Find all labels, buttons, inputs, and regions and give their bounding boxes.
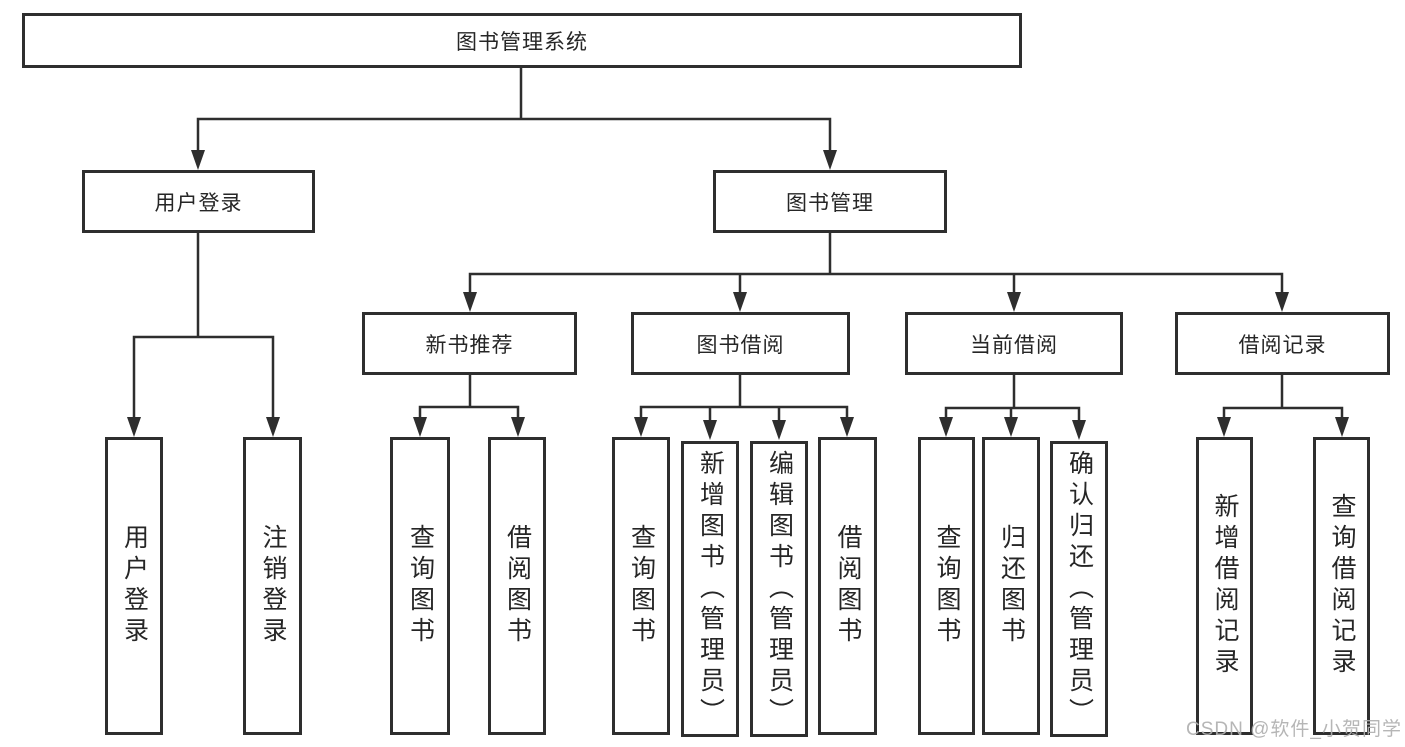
edge-user-login-to-leaves xyxy=(132,233,275,419)
leaf-query-book-2-label: 查询图书 xyxy=(627,524,656,648)
leaf-query-book-1: 查询图书 xyxy=(390,437,450,735)
arrowhead xyxy=(1007,292,1021,312)
leaf-logout-label: 注销登录 xyxy=(259,524,287,648)
arrowhead xyxy=(840,417,854,437)
node-user-login-label: 用户登录 xyxy=(154,191,243,215)
node-current-borrow-label: 当前借阅 xyxy=(970,333,1058,357)
leaf-logout: 注销登录 xyxy=(243,437,302,735)
arrowhead xyxy=(1217,417,1231,437)
leaf-confirm-return-admin: 确认归还（管理员） xyxy=(1050,441,1108,737)
leaf-add-book-admin-label: 新增图书（管理员） xyxy=(696,449,725,729)
node-root: 图书管理系统 xyxy=(22,13,1022,68)
edge-borrow-records-to-leaves xyxy=(1222,375,1344,419)
leaf-return-book-label: 归还图书 xyxy=(997,524,1026,648)
leaf-borrow-book-2: 借阅图书 xyxy=(818,437,877,735)
leaf-query-book-2: 查询图书 xyxy=(612,437,670,735)
arrowhead xyxy=(266,417,280,437)
leaf-add-book-admin: 新增图书（管理员） xyxy=(681,441,739,737)
arrowhead xyxy=(1004,417,1018,437)
leaf-borrow-book-1-label: 借阅图书 xyxy=(503,524,532,648)
node-book-borrow: 图书借阅 xyxy=(631,312,850,375)
leaf-query-book-3: 查询图书 xyxy=(918,437,975,735)
leaf-return-book: 归还图书 xyxy=(982,437,1040,735)
node-borrow-records-label: 借阅记录 xyxy=(1238,333,1327,357)
leaf-query-borrow-record: 查询借阅记录 xyxy=(1313,437,1370,735)
leaf-user-login: 用户登录 xyxy=(105,437,163,735)
edge-book-borrow-to-leaves xyxy=(639,375,849,422)
leaf-user-login-label: 用户登录 xyxy=(120,524,149,648)
arrowhead xyxy=(772,420,786,440)
arrowheads xyxy=(127,150,1349,440)
node-user-login: 用户登录 xyxy=(82,170,315,233)
leaf-edit-book-admin-label: 编辑图书（管理员） xyxy=(765,449,794,729)
arrowhead xyxy=(1275,292,1289,312)
edge-book-management-to-level2 xyxy=(468,233,1284,294)
leaf-edit-book-admin: 编辑图书（管理员） xyxy=(750,441,808,737)
edge-new-book-recommend-to-leaves xyxy=(418,375,520,419)
leaf-borrow-book-2-label: 借阅图书 xyxy=(834,524,862,648)
arrowhead xyxy=(127,417,141,437)
node-new-book-recommend: 新书推荐 xyxy=(362,312,577,375)
arrowhead xyxy=(511,417,525,437)
node-root-label: 图书管理系统 xyxy=(456,30,588,54)
leaf-query-book-1-label: 查询图书 xyxy=(406,524,435,648)
leaf-borrow-book-1: 借阅图书 xyxy=(488,437,546,735)
arrowhead xyxy=(939,417,953,437)
arrowhead xyxy=(634,417,648,437)
arrowhead xyxy=(823,150,837,170)
arrowhead xyxy=(703,420,717,440)
leaf-query-borrow-record-label: 查询借阅记录 xyxy=(1328,493,1356,679)
arrowhead xyxy=(463,292,477,312)
leaf-query-book-3-label: 查询图书 xyxy=(933,524,961,648)
node-borrow-records: 借阅记录 xyxy=(1175,312,1390,375)
node-book-borrow-label: 图书借阅 xyxy=(696,333,785,357)
arrowhead xyxy=(1072,420,1086,440)
leaf-add-borrow-record: 新增借阅记录 xyxy=(1196,437,1253,735)
leaf-confirm-return-admin-label: 确认归还（管理员） xyxy=(1065,449,1094,729)
node-book-management: 图书管理 xyxy=(713,170,947,233)
node-book-management-label: 图书管理 xyxy=(786,191,874,215)
leaf-add-borrow-record-label: 新增借阅记录 xyxy=(1211,493,1239,679)
node-current-borrow: 当前借阅 xyxy=(905,312,1123,375)
node-new-book-recommend-label: 新书推荐 xyxy=(425,333,514,357)
arrowhead xyxy=(733,292,747,312)
arrowhead xyxy=(191,150,205,170)
arrowhead xyxy=(1335,417,1349,437)
edge-current-borrow-to-leaves xyxy=(944,375,1081,422)
edges xyxy=(132,68,1344,422)
arrowhead xyxy=(413,417,427,437)
watermark-text: CSDN @软件_小贺同学 xyxy=(1186,719,1402,740)
edge-root-to-level1 xyxy=(196,68,832,152)
